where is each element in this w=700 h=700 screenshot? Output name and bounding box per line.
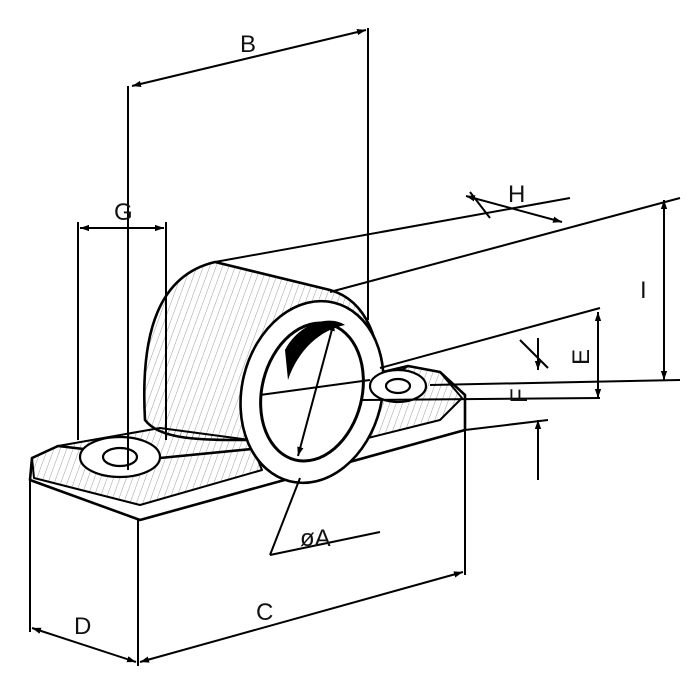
label-i: I — [640, 277, 647, 304]
label-e: E — [568, 349, 595, 365]
label-d: D — [74, 613, 91, 640]
dim-h-line — [465, 195, 563, 223]
dim-a-line — [297, 321, 335, 457]
dim-c-line — [139, 571, 464, 663]
dim-b-line — [131, 29, 367, 87]
label-c: C — [256, 599, 273, 626]
dimension-labels: B G H I E F øA C D — [74, 31, 647, 640]
label-g: G — [114, 199, 133, 226]
label-b: B — [240, 31, 256, 58]
right-hole — [384, 377, 412, 395]
label-f: F — [506, 388, 533, 403]
dim-d-line — [31, 627, 137, 663]
dimension-lines — [31, 29, 668, 663]
label-h: H — [508, 181, 525, 208]
left-hole — [101, 446, 139, 468]
label-a: øA — [300, 525, 331, 552]
extension-lines — [29, 28, 681, 666]
